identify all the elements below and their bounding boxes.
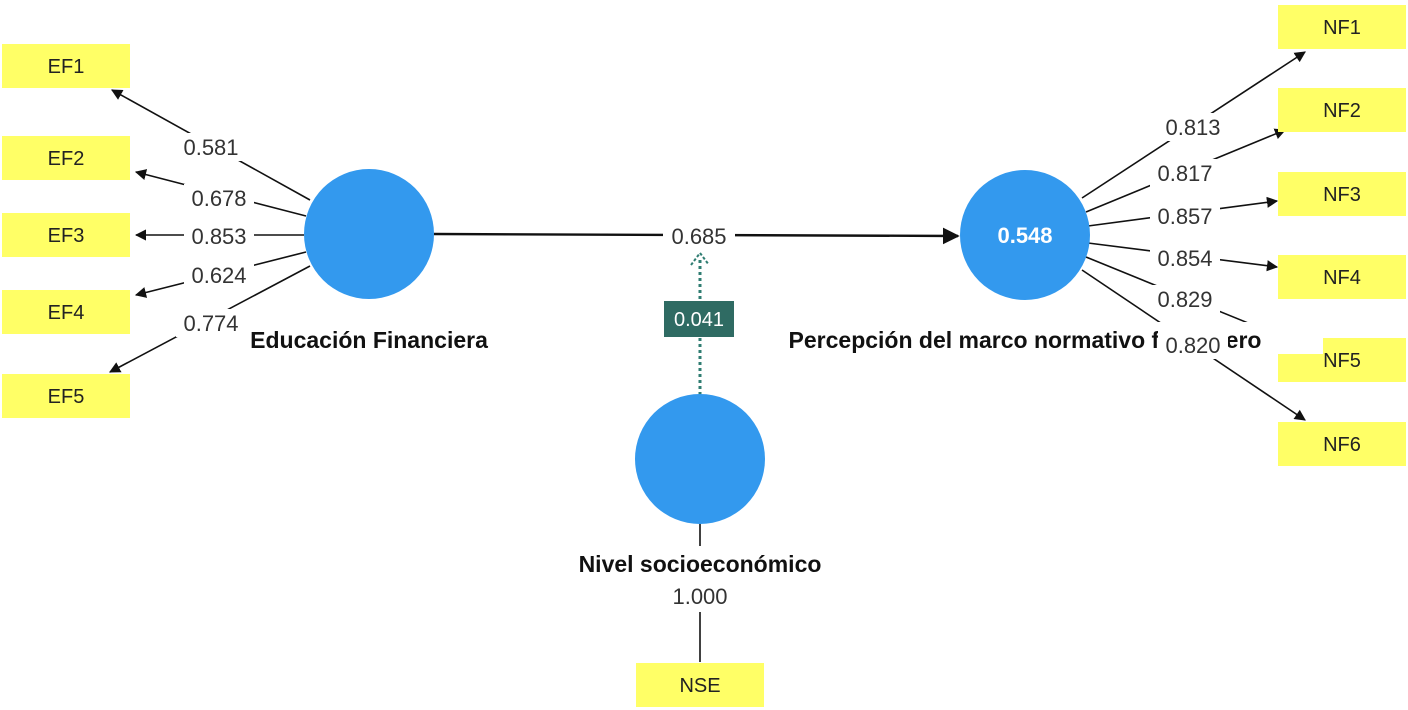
loading-value: 0.624 [191, 263, 246, 288]
ef3-loading-label: 0.853 [184, 222, 254, 250]
indicator-label: NSE [679, 675, 720, 697]
moderation-coefficient-value: 0.041 [674, 309, 724, 331]
indicator-ef2[interactable]: EF2 [2, 136, 130, 180]
nf5-loading-label: 0.829 [1150, 285, 1220, 313]
indicator-nf4[interactable]: NF4 [1278, 255, 1406, 299]
ef5-loading-label: 0.774 [176, 309, 246, 337]
loading-value: 0.813 [1165, 115, 1220, 140]
indicator-nf1[interactable]: NF1 [1278, 5, 1406, 49]
ef1-loading-label: 0.581 [176, 133, 246, 161]
indicator-nf6[interactable]: NF6 [1278, 422, 1406, 466]
indicator-ef1[interactable]: EF1 [2, 44, 130, 88]
ef4-loading-label: 0.624 [184, 261, 254, 289]
moderation-arrowhead [690, 251, 710, 266]
pmn-r-squared: 0.548 [997, 223, 1052, 248]
percepcion-marco-normativo-construct[interactable] [960, 170, 1090, 300]
indicator-label: EF1 [48, 56, 85, 78]
construct-label-text: Educación Financiera [250, 327, 488, 353]
nf2-loading-label: 0.817 [1150, 159, 1220, 187]
ef-to-pmn-path-coefficient: 0.685 [663, 222, 735, 250]
nf1-loading-label: 0.813 [1158, 113, 1228, 141]
pmn-construct-label: Percepción del marco normativo financier… [733, 322, 1323, 354]
indicator-ef5[interactable]: EF5 [2, 374, 130, 418]
loading-value: 0.581 [183, 135, 238, 160]
ef2-loading-label: 0.678 [184, 184, 254, 212]
loading-value: 0.774 [183, 311, 238, 336]
educacion-financiera-construct[interactable] [304, 169, 434, 299]
indicator-nse[interactable]: NSE [636, 663, 764, 707]
indicator-label: EF4 [48, 302, 85, 324]
nf3-loading-label: 0.857 [1150, 202, 1220, 230]
path-coefficient-value: 0.685 [671, 224, 726, 249]
loading-value: 0.829 [1157, 287, 1212, 312]
indicator-label: NF2 [1323, 100, 1361, 122]
loading-value: 0.857 [1157, 204, 1212, 229]
indicator-nf3[interactable]: NF3 [1278, 172, 1406, 216]
indicator-label: NF4 [1323, 267, 1361, 289]
indicator-label: NF6 [1323, 434, 1361, 456]
loading-value: 0.678 [191, 186, 246, 211]
loading-value: 0.854 [1157, 246, 1212, 271]
loading-value: 0.817 [1157, 161, 1212, 186]
indicator-ef3[interactable]: EF3 [2, 213, 130, 257]
loading-value: 0.820 [1165, 333, 1220, 358]
loading-value: 0.853 [191, 224, 246, 249]
indicator-nf2[interactable]: NF2 [1278, 88, 1406, 132]
moderation-coefficient-box: 0.041 [664, 301, 734, 337]
indicator-label: EF5 [48, 386, 85, 408]
nivel-socioeconomico-construct[interactable] [635, 394, 765, 524]
nse-construct-label: Nivel socioeconómico [548, 546, 852, 580]
indicator-label: NF3 [1323, 184, 1361, 206]
indicator-label: EF3 [48, 225, 85, 247]
indicator-label: EF2 [48, 148, 85, 170]
indicator-label: NF1 [1323, 17, 1361, 39]
indicator-label: NF5 [1323, 350, 1361, 372]
loading-value: 1.000 [672, 584, 727, 609]
ef-construct-label: Educación Financiera [226, 322, 516, 354]
nf6-loading-label: 0.820 [1158, 331, 1228, 359]
indicator-ef4[interactable]: EF4 [2, 290, 130, 334]
nse-loading-label: 1.000 [666, 582, 734, 610]
construct-label-text: Nivel socioeconómico [579, 551, 822, 577]
nf4-loading-label: 0.854 [1150, 244, 1220, 272]
